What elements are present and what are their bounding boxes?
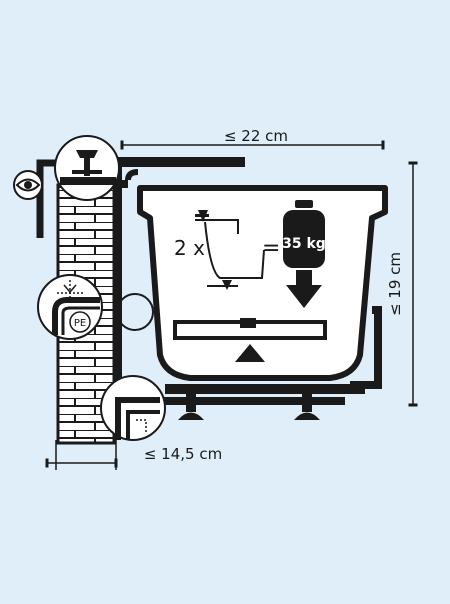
arrow-down-icon bbox=[286, 270, 322, 308]
width-label: ≤ 22 cm bbox=[224, 127, 288, 145]
top-rail bbox=[60, 157, 245, 167]
bathtub bbox=[137, 185, 388, 381]
height-label: ≤ 19 cm bbox=[386, 252, 404, 316]
detail-channel bbox=[116, 293, 154, 331]
spirit-level-icon bbox=[173, 318, 327, 362]
support-beam bbox=[165, 384, 365, 394]
tub-profile-sketch bbox=[195, 210, 265, 290]
weight-label: 35 kg bbox=[282, 236, 326, 252]
material-label: PE bbox=[74, 318, 86, 329]
channel-profile-inner bbox=[125, 169, 139, 181]
load-multiplier: 2 x bbox=[174, 236, 205, 260]
weight-icon bbox=[283, 200, 325, 268]
left-foot bbox=[178, 390, 204, 420]
equals-sign: = bbox=[262, 236, 280, 261]
gap-dimension bbox=[45, 440, 118, 470]
eye-icon bbox=[13, 170, 43, 200]
support-beam-lower bbox=[160, 397, 345, 405]
right-foot bbox=[294, 390, 320, 420]
detail-bracket bbox=[100, 375, 166, 441]
left-profile bbox=[36, 159, 58, 238]
detail-seal bbox=[37, 274, 103, 340]
detail-clamp bbox=[54, 135, 120, 201]
gap-label: ≤ 14,5 cm bbox=[144, 445, 222, 463]
right-bracket bbox=[350, 306, 382, 389]
